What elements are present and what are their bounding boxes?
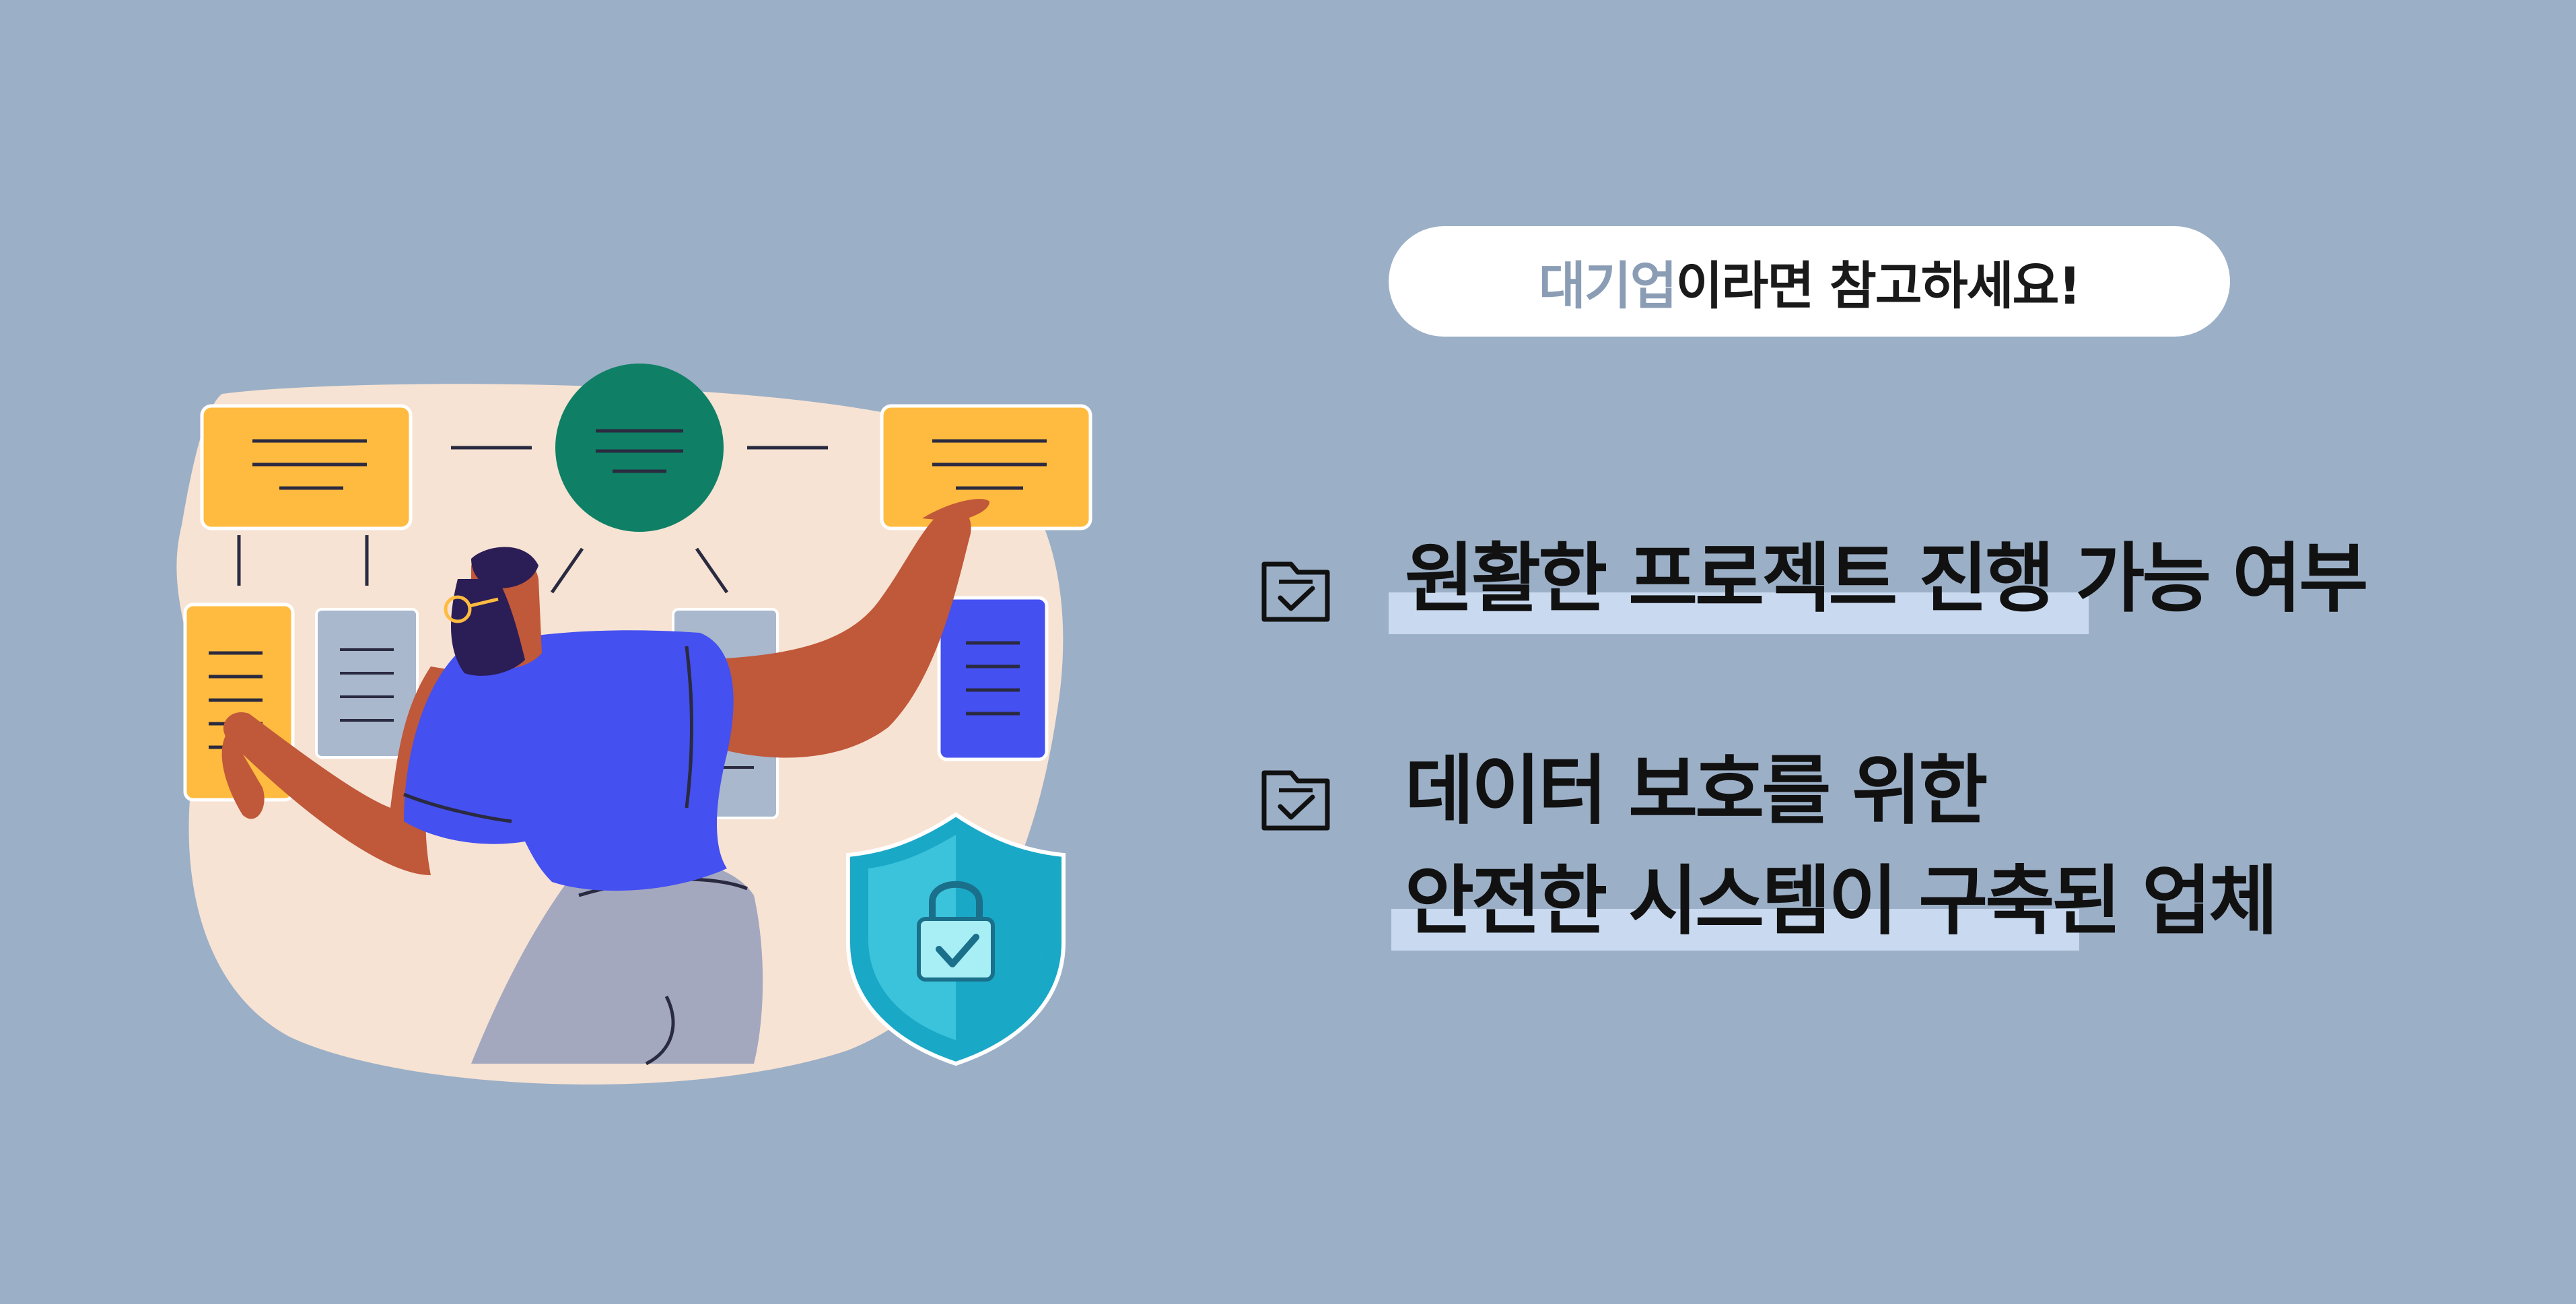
person-figure <box>221 499 989 1066</box>
banner-text: 이라면 참고하세요! <box>1675 256 2081 316</box>
yellow-card-top-left <box>200 404 413 530</box>
checklist-item-2-text: 데이터 보호를 위한 안전한 시스템이 구축된 업체 <box>1405 736 2278 957</box>
yellow-card-top-right <box>880 404 1092 530</box>
highlight-bar <box>1391 909 2079 951</box>
gray-card-1 <box>315 608 419 759</box>
checklist-item-2-line1: 데이터 보호를 위한 <box>1405 747 1988 835</box>
green-circle-node <box>555 364 724 532</box>
illustration <box>176 364 1092 1085</box>
shield-lock-icon <box>846 812 1066 1066</box>
checklist-item-2-line2: 안전한 시스템이 구축된 업체 <box>1405 858 2278 945</box>
highlight-bar <box>1389 592 2089 634</box>
checklist-icon <box>1261 561 1330 622</box>
checklist-item-1-text: 원활한 프로젝트 진행 가능 여부 <box>1405 524 2368 634</box>
banner-accent-text: 대기업 <box>1538 256 1677 316</box>
checklist-icon <box>1261 770 1330 831</box>
blue-card-right <box>937 596 1049 761</box>
checklist-item-1-line1: 원활한 프로젝트 진행 가능 여부 <box>1405 535 2368 623</box>
